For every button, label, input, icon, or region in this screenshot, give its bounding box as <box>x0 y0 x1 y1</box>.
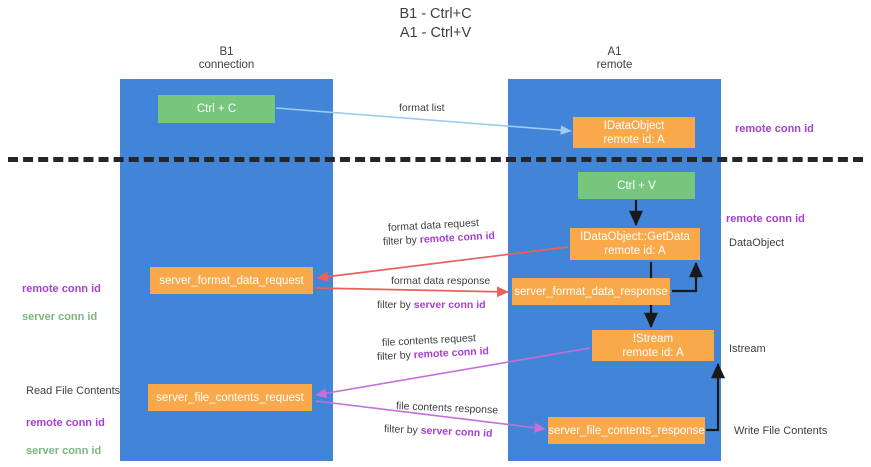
label-left-remote-conn-id-2: remote conn id <box>26 417 105 429</box>
label-read-file-contents: Read File Contents <box>26 385 121 397</box>
edge-label-format-list: format list <box>399 102 445 114</box>
edge-label-format-data-response-filter: filter by server conn id <box>377 298 486 312</box>
label-left-server-conn-id-1: server conn id <box>22 311 98 323</box>
node-server-format-data-request[interactable]: server_format_data_request <box>150 267 313 294</box>
node-idataobject-getdata[interactable]: IDataObject::GetData remote id: A <box>570 228 700 260</box>
node-server-file-contents-response[interactable]: server_file_contents_response <box>548 417 705 444</box>
filter-key: remote conn id <box>419 229 496 246</box>
label-remote-conn-id-top: remote conn id <box>735 123 814 135</box>
edge-format-data-response <box>315 286 509 298</box>
edge-label-file-contents-response: file contents response <box>395 400 499 417</box>
filter-prefix: filter by <box>382 233 421 248</box>
label-left-conn-ids-top: remote conn id server conn id <box>22 268 101 324</box>
label-left-remote-conn-id-1: remote conn id <box>22 283 101 295</box>
column-heading-a1: A1 remote <box>596 46 633 71</box>
node-istream[interactable]: IStream remote id: A <box>592 330 714 361</box>
label-dataobject: DataObject <box>729 237 785 249</box>
filter-key: remote conn id <box>413 345 490 362</box>
label-left-conn-ids-bottom: remote conn id server conn id <box>26 402 105 458</box>
node-ctrl-v[interactable]: Ctrl + V <box>578 172 695 199</box>
edge-label-file-contents-response-filter: filter by server conn id <box>384 422 493 441</box>
label-left-server-conn-id-2: server conn id <box>26 445 102 457</box>
node-idataobject[interactable]: IDataObject remote id: A <box>573 117 695 148</box>
diagram-title: B1 - Ctrl+C A1 - Ctrl+V <box>399 6 472 41</box>
filter-key: server conn id <box>413 299 486 311</box>
filter-key: server conn id <box>420 424 493 440</box>
label-remote-conn-id-mid: remote conn id <box>726 213 805 225</box>
filter-prefix: filter by <box>377 299 414 311</box>
node-ctrl-c[interactable]: Ctrl + C <box>158 95 275 123</box>
phase-divider <box>8 157 863 162</box>
filter-prefix: filter by <box>383 423 421 437</box>
label-istream: Istream <box>729 343 766 355</box>
column-heading-b1: B1 connection <box>198 46 255 71</box>
node-server-format-data-response[interactable]: server_format_data_response <box>512 278 670 305</box>
label-write-file-contents: Write File Contents <box>734 425 828 437</box>
node-server-file-contents-request[interactable]: server_file_contents_request <box>148 384 312 411</box>
edge-label-format-data-response: format data response <box>391 275 491 287</box>
filter-prefix: filter by <box>376 349 415 363</box>
